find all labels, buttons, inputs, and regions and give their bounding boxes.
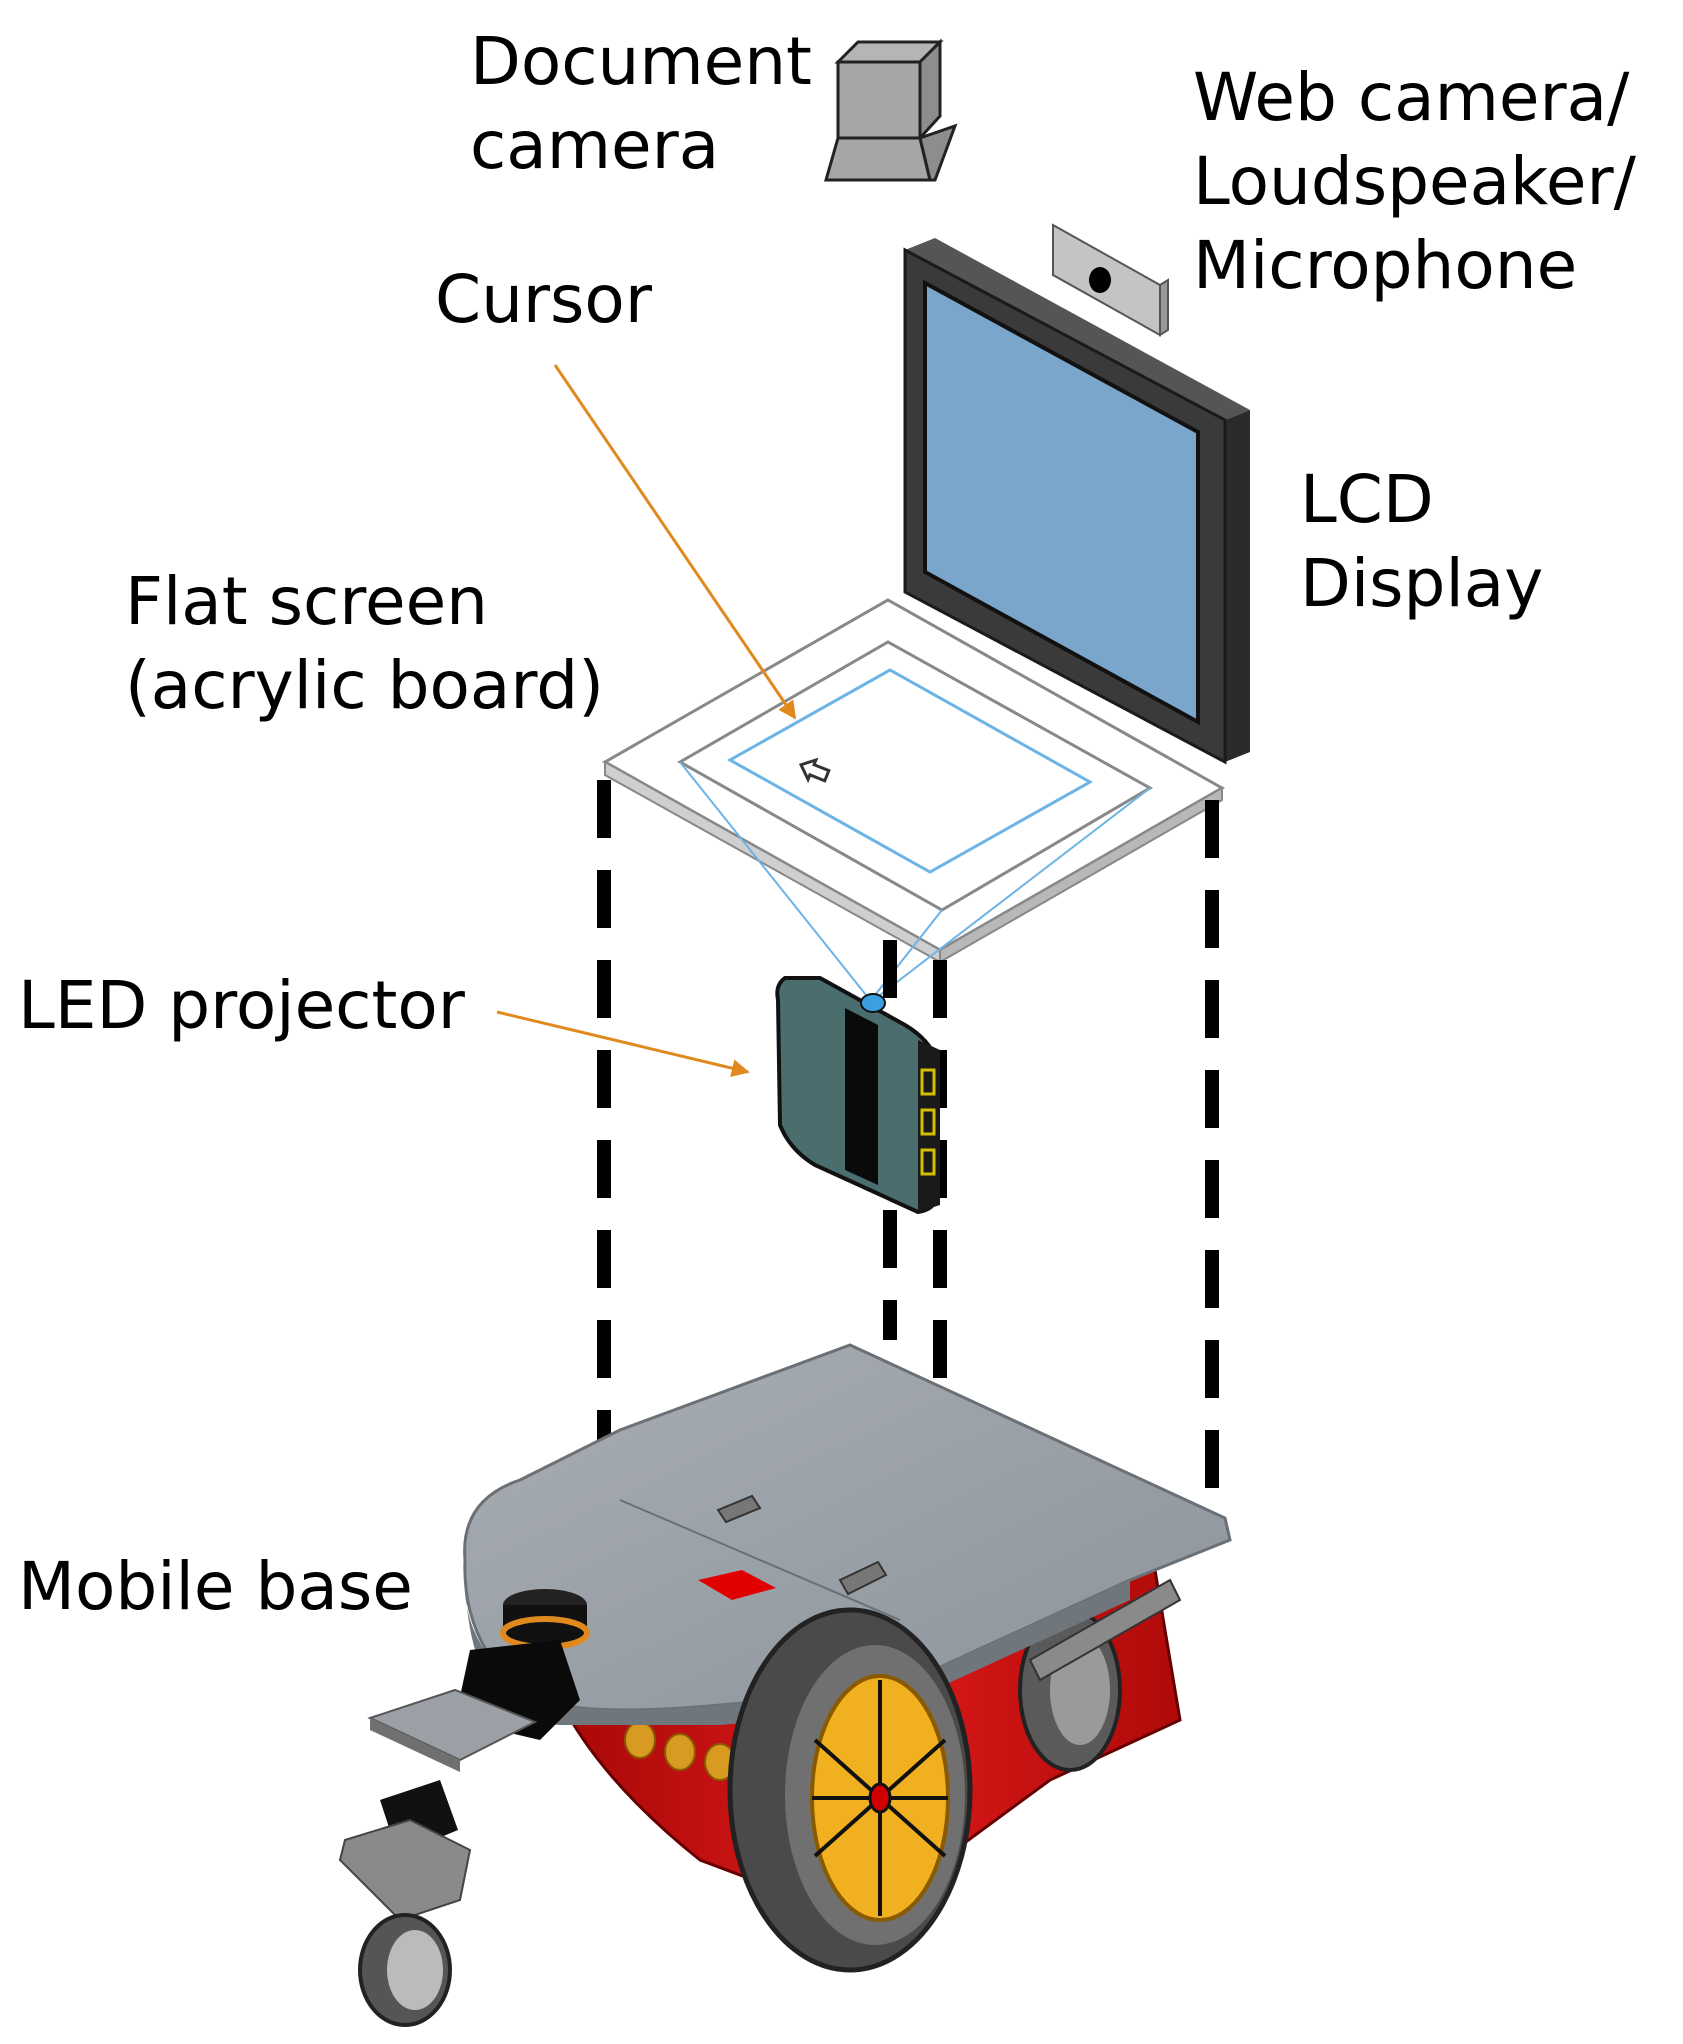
led-projector-icon [775,976,940,1215]
lcd-display-icon [903,238,1250,765]
web-camera-label: Web camera/ Loudspeaker/ Microphone [1193,59,1636,304]
lcd-display-label: LCD Display [1300,461,1544,622]
document-camera-icon [824,38,958,182]
wheel-icon [727,1607,973,1973]
document-camera-label: Document camera [470,23,812,184]
led-projector-arrow [496,1010,750,1077]
flat-screen-board [601,598,1226,996]
led-projector-label: LED projector [18,967,465,1044]
web-camera-icon [1052,223,1169,337]
flat-screen-label: Flat screen (acrylic board) [125,563,604,724]
arrow-pointer-icon [798,757,831,784]
label-arrows [496,364,797,1077]
mobile-base-label: Mobile base [18,1548,413,1625]
mobile-base-icon [338,1343,1232,2027]
cursor-label: Cursor [435,261,652,338]
cursor-arrow [553,364,797,720]
